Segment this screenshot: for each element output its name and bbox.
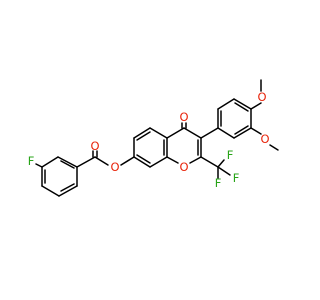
bond [57,156,78,168]
bond [133,127,151,139]
canvas-background [0,0,300,300]
atom-label-o-ester-link: O [110,160,119,174]
bond [250,127,262,135]
bond [94,156,109,166]
atom-label-o-ring: O [179,160,188,174]
bond [149,127,168,139]
bond [200,127,219,139]
bond [120,156,135,166]
bond [35,163,43,168]
bond [234,125,249,135]
bond [58,185,78,197]
atom-label-o-ester-carbonyl: O [90,139,99,153]
atom-label-o-methoxy-upper: O [257,90,266,104]
bond [183,127,202,139]
bond [234,102,249,112]
atom-label-o-methoxy-lower: O [260,132,269,146]
bond [269,144,279,151]
bond [136,131,151,141]
bond [217,127,235,139]
bond [136,154,151,164]
bond [41,156,59,168]
bond [189,156,202,164]
bond [200,156,219,168]
bond [217,98,235,110]
bond [133,156,151,168]
bond [250,102,262,110]
atom-label-f-cf3-left: F [215,176,222,190]
atom-label-f-cf3-right: F [233,171,240,185]
atom-label-layer: O O O O O O F F F F [28,90,270,190]
bond [233,127,252,139]
atom-label-o-ketone: O [179,110,188,124]
bond [217,159,225,168]
bond [233,98,252,110]
bond [76,156,96,168]
bond-layer [35,79,279,197]
bond [166,127,185,139]
bond [149,156,168,168]
bond [217,166,231,176]
bond [60,183,75,192]
structure-diagram: O O O O O O F F F F [0,0,300,300]
bond [60,160,75,169]
bond [166,156,179,164]
bond [41,185,60,197]
atom-label-f-aryl: F [28,154,35,168]
atom-label-f-cf3-top: F [227,148,234,162]
